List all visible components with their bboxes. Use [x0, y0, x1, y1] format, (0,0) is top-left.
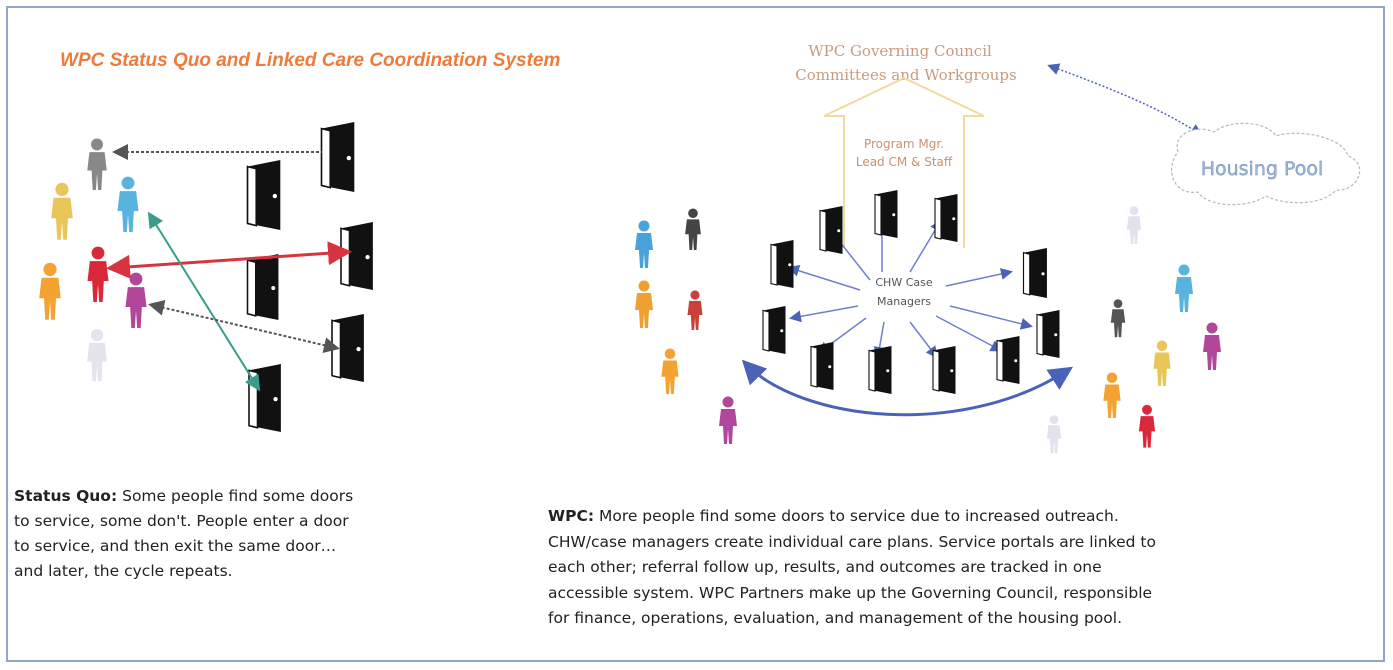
wpc-caption: WPC: More people find some doors to serv… [548, 504, 1368, 632]
status-quo-line: Some people find some doors [117, 487, 354, 505]
door-icon [810, 342, 835, 390]
linkage-curved-arrow [741, 359, 1074, 417]
chw-line2: Managers [877, 295, 931, 308]
door-icon [246, 254, 280, 320]
council-housing-arrow [1047, 63, 1203, 136]
housing-pool-label: Housing Pool [1201, 158, 1324, 180]
governing-council-line2: Committees and Workgroups [795, 66, 1016, 84]
door-icon [320, 122, 356, 192]
door-icon [996, 336, 1021, 384]
person-icon [661, 348, 679, 394]
teal-arrow [147, 211, 261, 392]
door-icon [932, 346, 957, 394]
door-icon [819, 206, 844, 254]
program-mgr-line1: Program Mgr. [864, 137, 944, 151]
chw-line1: CHW Case [875, 276, 932, 289]
person-icon [87, 329, 107, 382]
status-quo-line: and later, the cycle repeats. [14, 562, 233, 580]
wpc-line: CHW/case managers create individual care… [548, 532, 1156, 551]
diagram-title: WPC Status Quo and Linked Care Coordinat… [60, 50, 561, 71]
wpc-label: WPC: [548, 507, 595, 525]
person-icon [1046, 415, 1062, 454]
person-icon [1126, 206, 1142, 244]
door-icon [1022, 248, 1048, 298]
spoke-arrow [789, 305, 859, 323]
program-mgr-line2: Lead CM & Staff [856, 155, 953, 169]
person-icon [87, 138, 107, 190]
gray-arrow [148, 299, 340, 354]
spoke-arrow [949, 305, 1033, 330]
person-icon [1175, 264, 1193, 312]
door-icon [246, 160, 282, 230]
program-mgr-arrow [823, 76, 985, 248]
person-icon [635, 280, 653, 328]
wpc-line: More people find some doors to service d… [594, 507, 1119, 525]
status-quo-panel [39, 122, 374, 432]
person-icon [1153, 340, 1171, 386]
spoke-arrow [909, 321, 938, 359]
door-icon [248, 364, 282, 432]
person-icon [719, 396, 737, 444]
spoke-arrow [787, 264, 861, 291]
door-icon [868, 346, 893, 394]
red-arrow [106, 241, 352, 279]
wpc-line: for finance, operations, evaluation, and… [548, 609, 1123, 627]
person-icon [1203, 322, 1221, 370]
person-icon [125, 272, 147, 328]
spoke-arrow [945, 268, 1013, 287]
wpc-panel: WPC Governing Council Committees and Wor… [635, 42, 1361, 454]
status-quo-caption: Status Quo: Some people find some doors t… [14, 484, 484, 584]
governing-council-line1: WPC Governing Council [808, 42, 992, 60]
person-icon [1110, 299, 1126, 338]
person-icon [635, 220, 653, 268]
status-quo-label: Status Quo: [14, 487, 118, 505]
status-quo-line: to service, some don't. People enter a d… [14, 512, 349, 530]
person-icon [39, 262, 61, 320]
door-icon [340, 222, 374, 290]
person-icon [685, 208, 701, 250]
door-icon [874, 190, 899, 238]
person-icon [51, 182, 73, 240]
status-quo-line: to service, and then exit the same door… [14, 537, 337, 555]
door-icon [770, 240, 795, 288]
person-icon [1103, 372, 1121, 418]
hub-spokes [787, 219, 1033, 359]
person-icon [1138, 404, 1156, 448]
door-icon [934, 194, 959, 242]
door-icon [1036, 310, 1061, 358]
person-icon [87, 246, 109, 302]
person-icon [117, 176, 139, 232]
wpc-line: accessible system. WPC Partners make up … [548, 583, 1153, 602]
door-icon [331, 314, 365, 382]
housing-pool-cloud [1171, 122, 1361, 206]
wpc-line: each other; referral follow up, results,… [548, 558, 1102, 576]
person-icon [687, 290, 703, 330]
door-icon [762, 306, 787, 354]
spoke-arrow [935, 315, 1003, 352]
